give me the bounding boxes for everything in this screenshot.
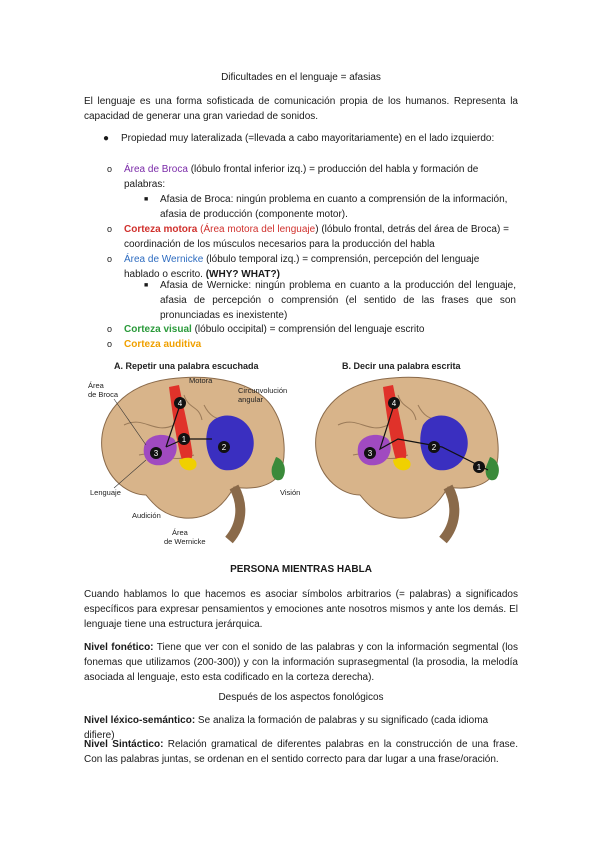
- label-wernicke-1: Área: [172, 528, 189, 537]
- phonetic-level-paragraph: Nivel fonético: Tiene que ver con el son…: [84, 640, 518, 685]
- bullet-icon: ●: [103, 133, 110, 144]
- label-circ-2: angular: [238, 395, 264, 404]
- wernicke-aphasia: Afasia de Wernicke: ningún problema en c…: [160, 280, 516, 321]
- marker-b-1: 1: [477, 463, 482, 472]
- square-bullet-icon: ■: [144, 282, 149, 289]
- square-bullet-icon: ■: [144, 196, 149, 203]
- marker-b-3: 3: [368, 449, 373, 458]
- marker-b-4: 4: [392, 399, 397, 408]
- visual-region-a: [271, 457, 285, 481]
- visual-term: Corteza visual: [124, 324, 192, 335]
- motor-desc: ) (lóbulo frontal, detrás del área de Br…: [124, 224, 509, 250]
- circle-bullet-icon: o: [107, 254, 113, 264]
- brain-b: 1 2 3 4: [315, 376, 499, 544]
- panel-b-title: B. Decir una palabra escrita: [342, 361, 462, 371]
- broca-aphasia: Afasia de Broca: ningún problema en cuan…: [160, 194, 508, 220]
- label-wernicke-2: de Wernicke: [164, 537, 206, 546]
- label-area-broca-2: de Broca: [88, 390, 119, 399]
- marker-3: 3: [154, 449, 159, 458]
- wernicke-why: (WHY? WHAT?): [205, 269, 280, 280]
- broca-desc: (lóbulo frontal inferior izq.) = producc…: [124, 164, 479, 190]
- wernicke-term: Área de Wernicke: [124, 254, 204, 265]
- lexical-label: Nivel léxico-semántico:: [84, 715, 196, 726]
- auditory-region-a: [179, 457, 197, 471]
- label-area-broca-1: Área: [88, 381, 105, 390]
- wernicke-item: Área de Wernicke (lóbulo temporal izq.) …: [124, 252, 516, 282]
- lateralization-bullet: Propiedad muy lateralizada (=llevada a c…: [121, 133, 495, 144]
- broca-term: Área de Broca: [124, 164, 188, 175]
- wernicke-region-a: [206, 415, 254, 471]
- label-circ-1: Circunvolución: [238, 386, 287, 395]
- motor-item: Corteza motora (Área motora del lenguaje…: [124, 222, 516, 252]
- auditory-term: Corteza auditiva: [124, 339, 202, 350]
- panel-a-title: A. Repetir una palabra escuchada: [114, 361, 260, 371]
- motor-term2: Área motora del lenguaje: [203, 224, 316, 235]
- phonetic-text: Tiene que ver con el sonido de las palab…: [84, 642, 518, 683]
- speaking-paragraph: Cuando hablamos lo que hacemos es asocia…: [84, 589, 518, 630]
- brain-language-figure: A. Repetir una palabra escuchada 1 2 3 4…: [88, 361, 499, 546]
- circle-bullet-icon: o: [107, 164, 113, 174]
- brain-a: 1 2 3 4: [101, 376, 285, 544]
- broca-item: Área de Broca (lóbulo frontal inferior i…: [124, 162, 516, 192]
- phonetic-label: Nivel fonético:: [84, 642, 154, 653]
- motor-paren: (: [197, 224, 204, 235]
- section-title: PERSONA MIENTRAS HABLA: [230, 564, 372, 575]
- label-motora: Motora: [189, 376, 213, 385]
- lexical-text: Se analiza la formación de palabras y su…: [84, 715, 489, 741]
- intro-paragraph: El lenguaje es una forma sofisticada de …: [84, 96, 518, 122]
- motor-term: Corteza motora: [124, 224, 198, 235]
- marker-1: 1: [182, 435, 187, 444]
- label-audicion: Audición: [132, 511, 161, 520]
- visual-desc: (lóbulo occipital) = comprensión del len…: [191, 324, 425, 335]
- lexical-semantic-paragraph: Nivel léxico-semántico: Se analiza la fo…: [84, 713, 518, 743]
- wernicke-desc: (lóbulo temporal izq.) = comprensión, pe…: [124, 254, 480, 280]
- marker-2: 2: [222, 443, 227, 452]
- marker-b-2: 2: [432, 443, 437, 452]
- visual-item: Corteza visual (lóbulo occipital) = comp…: [124, 322, 516, 337]
- syntactic-text: Relación gramatical de diferentes palabr…: [84, 739, 518, 765]
- circle-bullet-icon: o: [107, 339, 113, 349]
- auditory-item: Corteza auditiva: [124, 337, 516, 352]
- syntactic-label: Nivel Sintáctico:: [84, 739, 164, 750]
- label-vision: Visión: [280, 488, 300, 497]
- page-title: Dificultades en el lenguaje = afasias: [221, 72, 381, 83]
- circle-bullet-icon: o: [107, 324, 113, 334]
- circle-bullet-icon: o: [107, 224, 113, 234]
- syntactic-paragraph: Nivel Sintáctico: Relación gramatical de…: [84, 737, 518, 767]
- after-phonological-heading: Después de los aspectos fonológicos: [218, 692, 384, 703]
- marker-4: 4: [178, 399, 183, 408]
- label-lenguaje: Lenguaje: [90, 488, 121, 497]
